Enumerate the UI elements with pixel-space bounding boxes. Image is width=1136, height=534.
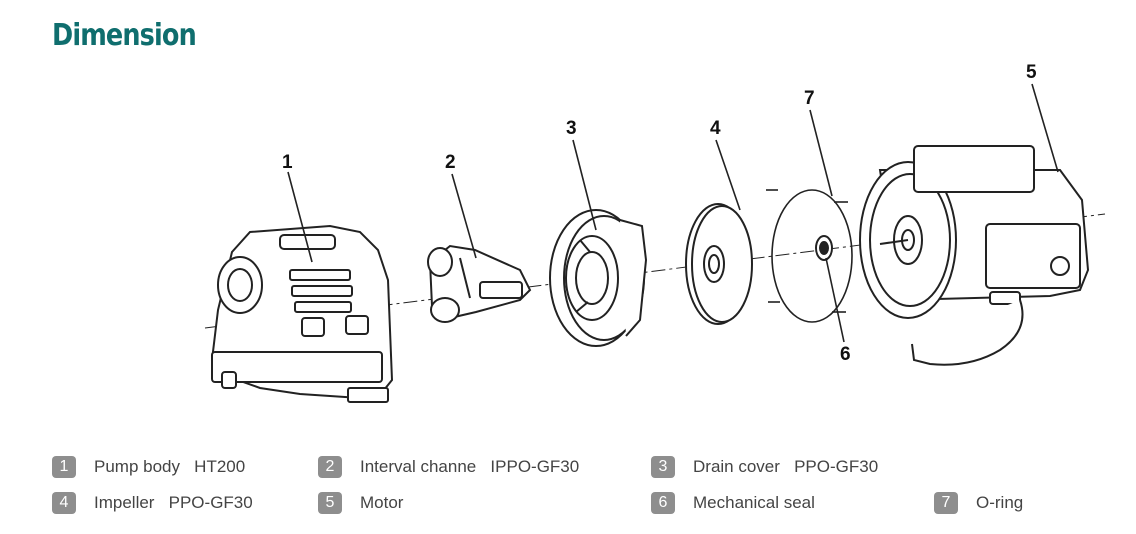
drain-cover-drawing bbox=[549, 209, 648, 347]
legend-label: O-ring bbox=[976, 493, 1024, 512]
callout-1: 1 bbox=[282, 152, 293, 173]
callout-3: 3 bbox=[566, 118, 577, 139]
legend-item-drain-cover: 3 Drain cover PPO-GF30 bbox=[651, 455, 878, 479]
leader-line-3 bbox=[572, 139, 597, 231]
legend-badge: 4 bbox=[52, 492, 76, 514]
callout-7: 7 bbox=[804, 88, 815, 109]
motor-drawing bbox=[859, 145, 1090, 366]
leader-line-2 bbox=[451, 173, 477, 259]
legend-badge: 1 bbox=[52, 456, 76, 478]
mechanical-seal-drawing bbox=[815, 235, 833, 261]
impeller-drawing bbox=[685, 203, 753, 325]
interval-channel-drawing bbox=[427, 244, 532, 323]
legend-label: Impeller PPO-GF30 bbox=[94, 493, 253, 512]
legend-label: Drain cover PPO-GF30 bbox=[693, 457, 879, 476]
callout-2: 2 bbox=[445, 152, 456, 173]
legend-badge: 3 bbox=[651, 456, 675, 478]
legend-label: Mechanical seal bbox=[693, 493, 815, 512]
leader-line-6 bbox=[825, 257, 845, 343]
legend-item-o-ring: 7 O-ring bbox=[934, 491, 1023, 515]
callout-4: 4 bbox=[710, 118, 721, 139]
o-ring-drawing bbox=[766, 189, 853, 323]
leader-line-5 bbox=[1031, 83, 1059, 173]
legend-badge: 6 bbox=[651, 492, 675, 514]
callout-5: 5 bbox=[1026, 62, 1037, 83]
legend-item-motor: 5 Motor bbox=[318, 491, 403, 515]
legend-badge: 7 bbox=[934, 492, 958, 514]
page-title: Dimension bbox=[52, 18, 197, 53]
legend-item-interval-channel: 2 Interval channe IPPO-GF30 bbox=[318, 455, 579, 479]
pump-body-drawing bbox=[210, 224, 394, 403]
legend-label: Motor bbox=[360, 493, 404, 512]
leader-lines bbox=[287, 83, 1059, 343]
legend-item-impeller: 4 Impeller PPO-GF30 bbox=[52, 491, 253, 515]
legend-badge: 5 bbox=[318, 492, 342, 514]
legend-badge: 2 bbox=[318, 456, 342, 478]
legend-label: Pump body HT200 bbox=[94, 457, 246, 476]
legend-item-pump-body: 1 Pump body HT200 bbox=[52, 455, 245, 479]
leader-line-7 bbox=[809, 109, 833, 197]
callout-6: 6 bbox=[840, 344, 851, 365]
legend-label: Interval channe IPPO-GF30 bbox=[360, 457, 580, 476]
legend-item-mechanical-seal: 6 Mechanical seal bbox=[651, 491, 815, 515]
leader-line-4 bbox=[715, 139, 741, 211]
leader-line-1 bbox=[287, 171, 313, 263]
